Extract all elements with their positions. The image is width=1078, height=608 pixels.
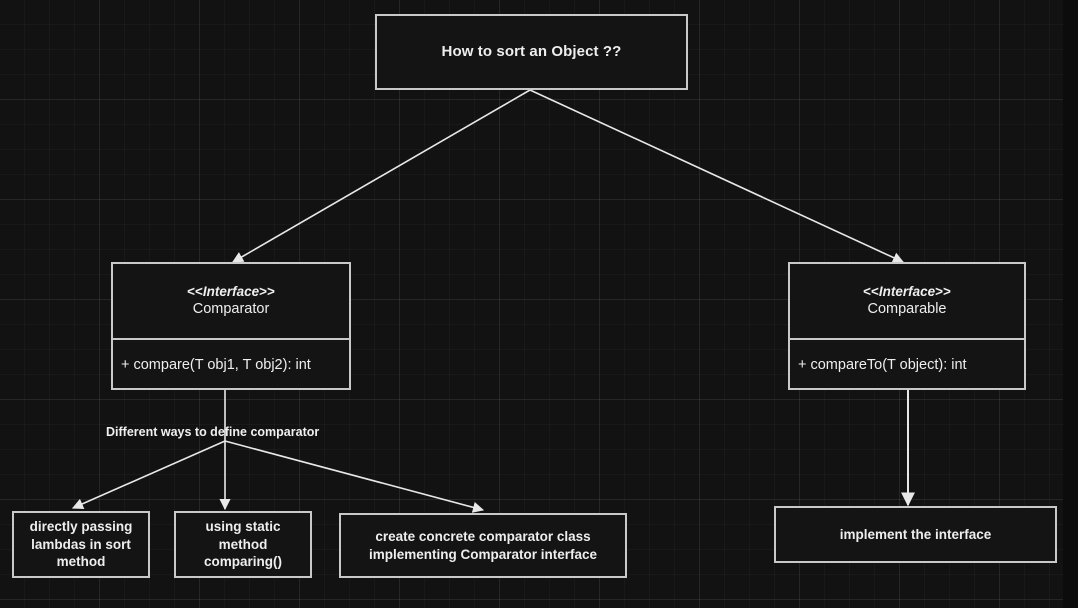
edge-hub-to-option-3 (224, 440, 485, 513)
stereotype-word: Interface (202, 283, 260, 299)
stereotype-open: << (863, 283, 879, 299)
edge-hub-to-option-1 (71, 440, 226, 510)
node-implement-interface-label: implement the interface (839, 526, 992, 542)
node-option-comparing-label: using static method comparing() (203, 518, 282, 570)
node-option-lambdas[interactable]: directly passing lambdas in sort method (12, 511, 150, 578)
stereotype-close: >> (259, 283, 275, 299)
node-comparator-name: Comparator (192, 301, 270, 318)
node-comparable[interactable]: <<Interface>> Comparable + compareTo(T o… (788, 262, 1026, 390)
node-comparable-header: <<Interface>> Comparable (790, 264, 1024, 340)
stereotype-close: >> (935, 283, 951, 299)
stereotype-open: << (187, 283, 203, 299)
node-option-lambdas-label: directly passing lambdas in sort method (29, 518, 133, 570)
node-comparator[interactable]: <<Interface>> Comparator + compare(T obj… (111, 262, 351, 390)
edge-label-different-ways: Different ways to define comparator (106, 425, 320, 439)
node-comparator-header: <<Interface>> Comparator (113, 264, 349, 340)
node-root-label: How to sort an Object ?? (441, 43, 622, 61)
node-option-concrete-class-label: create concrete comparator class impleme… (368, 528, 598, 562)
node-root-question[interactable]: How to sort an Object ?? (375, 14, 688, 90)
node-comparable-name: Comparable (867, 301, 947, 318)
node-option-concrete-class[interactable]: create concrete comparator class impleme… (339, 513, 627, 578)
canvas-right-gutter (1063, 0, 1078, 608)
node-comparator-method: + compare(T obj1, T obj2): int (121, 357, 311, 373)
node-implement-interface[interactable]: implement the interface (774, 506, 1057, 563)
node-comparable-method: + compareTo(T object): int (798, 357, 967, 373)
node-option-comparing[interactable]: using static method comparing() (174, 511, 312, 578)
edge-root-to-comparator (232, 89, 531, 263)
stereotype-word: Interface (878, 283, 936, 299)
edge-root-to-comparable (529, 89, 905, 263)
node-comparator-stereotype: <<Interface>> (187, 283, 275, 301)
node-comparable-stereotype: <<Interface>> (863, 283, 951, 301)
